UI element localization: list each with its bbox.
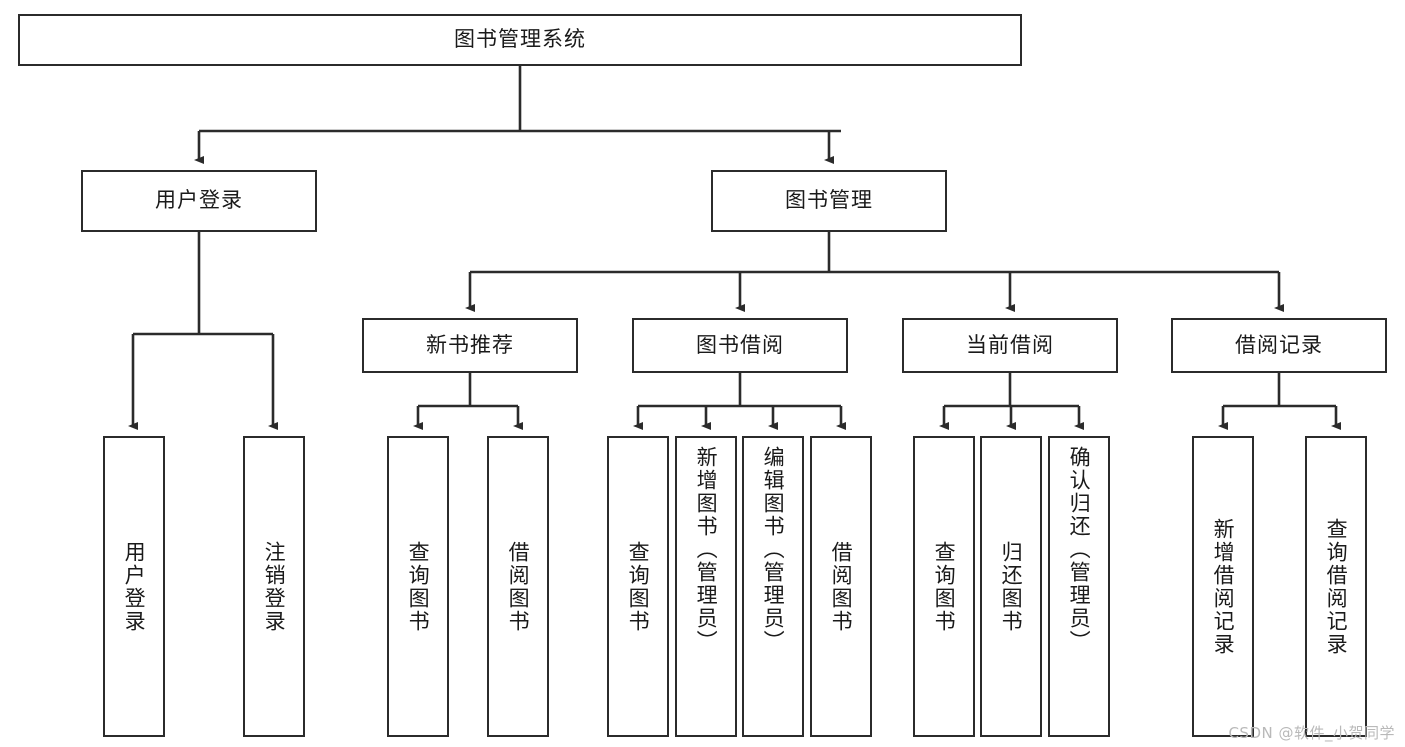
leaf-borrow-book-2[interactable]: 借阅图书	[810, 436, 872, 737]
leaf-query-record[interactable]: 查询借阅记录	[1305, 436, 1367, 737]
leaf-user-login[interactable]: 用户登录	[103, 436, 165, 737]
leaf-query-book-2-label: 查询图书	[626, 540, 651, 633]
csdn-watermark: CSDN @软件_小贺同学	[1228, 724, 1395, 742]
node-user-login[interactable]: 用户登录	[81, 170, 317, 232]
leaf-borrow-book-2-label: 借阅图书	[829, 540, 854, 633]
node-current-borrow-label: 当前借阅	[966, 332, 1054, 357]
node-root[interactable]: 图书管理系统	[18, 14, 1022, 66]
leaf-confirm-return-label: 确认归还（管理员）	[1067, 446, 1092, 653]
node-book-borrow-label: 图书借阅	[696, 332, 784, 357]
node-borrow-record[interactable]: 借阅记录	[1171, 318, 1387, 373]
leaf-query-book-1-label: 查询图书	[406, 540, 431, 633]
leaf-logout[interactable]: 注销登录	[243, 436, 305, 737]
node-new-book-rec[interactable]: 新书推荐	[362, 318, 578, 373]
node-book-manage-label: 图书管理	[785, 188, 873, 213]
node-new-book-rec-label: 新书推荐	[426, 332, 514, 357]
leaf-add-book[interactable]: 新增图书（管理员）	[675, 436, 737, 737]
leaf-edit-book[interactable]: 编辑图书（管理员）	[742, 436, 804, 737]
leaf-add-record-label: 新增借阅记录	[1211, 517, 1236, 656]
leaf-borrow-book-1-label: 借阅图书	[506, 540, 531, 633]
leaf-user-login-label: 用户登录	[122, 540, 147, 633]
leaf-add-book-label: 新增图书（管理员）	[694, 446, 719, 653]
node-current-borrow[interactable]: 当前借阅	[902, 318, 1118, 373]
node-book-manage[interactable]: 图书管理	[711, 170, 947, 232]
node-book-borrow[interactable]: 图书借阅	[632, 318, 848, 373]
leaf-borrow-book-1[interactable]: 借阅图书	[487, 436, 549, 737]
leaf-query-book-1[interactable]: 查询图书	[387, 436, 449, 737]
leaf-confirm-return[interactable]: 确认归还（管理员）	[1048, 436, 1110, 737]
leaf-query-book-3[interactable]: 查询图书	[913, 436, 975, 737]
leaf-query-book-3-label: 查询图书	[932, 540, 957, 633]
leaf-logout-label: 注销登录	[262, 540, 287, 633]
node-user-login-label: 用户登录	[155, 188, 243, 213]
leaf-query-book-2[interactable]: 查询图书	[607, 436, 669, 737]
leaf-edit-book-label: 编辑图书（管理员）	[761, 446, 786, 653]
node-root-label: 图书管理系统	[454, 27, 586, 52]
leaf-query-record-label: 查询借阅记录	[1324, 517, 1349, 656]
leaf-add-record[interactable]: 新增借阅记录	[1192, 436, 1254, 737]
leaf-return-book[interactable]: 归还图书	[980, 436, 1042, 737]
leaf-return-book-label: 归还图书	[999, 540, 1024, 633]
node-borrow-record-label: 借阅记录	[1235, 332, 1323, 357]
